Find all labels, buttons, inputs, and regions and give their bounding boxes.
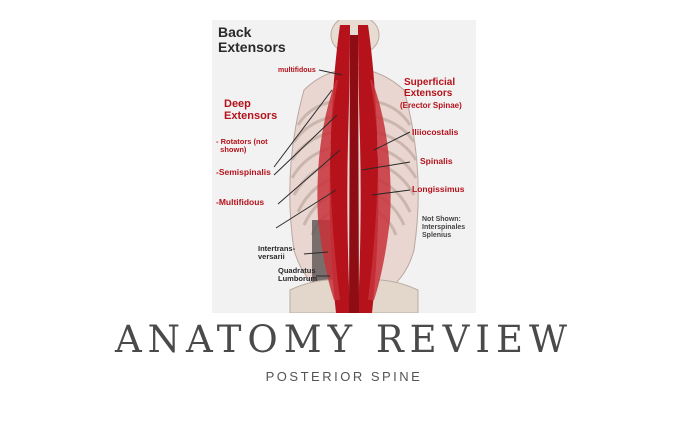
label-superficial-extensors: Superficial Extensors — [404, 77, 456, 99]
label-erector-spinae: (Erector Spinae) — [400, 101, 462, 110]
label-spinalis: Spinalis — [420, 156, 453, 166]
label-multifidous-top: multifidous — [278, 67, 316, 74]
label-iliocostalis: Iliiocostalis — [412, 127, 459, 137]
label-back-extensors: Back Extensors — [218, 24, 286, 55]
label-multifidous: -Multifidous — [216, 197, 265, 207]
label-not-shown: Not Shown: Interspinales Splenius — [422, 216, 466, 239]
spine-illustration — [273, 20, 419, 313]
label-rotators: - Rotators (not shown) — [216, 137, 268, 154]
label-longissimus: Longissimus — [412, 184, 465, 194]
label-quadratus-lumborum: Quadratus Lumborum — [278, 266, 318, 283]
anatomy-figure: Back Extensors multifidous Deep Extensor… — [212, 20, 476, 313]
label-semispinalis: -Semispinalis — [216, 167, 271, 177]
label-intertransversarii: Intertrans- versarii — [258, 244, 296, 261]
label-deep-extensors: Deep Extensors — [224, 98, 278, 122]
page-title: ANATOMY REVIEW — [114, 318, 574, 361]
page-subtitle: POSTERIOR SPINE — [265, 369, 423, 384]
